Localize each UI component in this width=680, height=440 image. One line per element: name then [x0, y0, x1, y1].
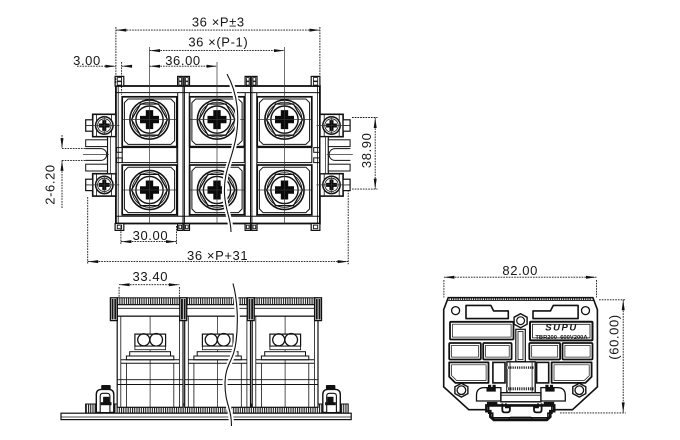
svg-text:33.40: 33.40: [133, 269, 169, 284]
svg-text:82.00: 82.00: [502, 263, 538, 278]
svg-text:36 ×P+31: 36 ×P+31: [187, 248, 248, 263]
svg-text:30.00: 30.00: [133, 228, 169, 243]
svg-text:SUPU: SUPU: [545, 323, 577, 334]
svg-text:36 ×(P-1): 36 ×(P-1): [188, 35, 248, 50]
svg-text:38.90: 38.90: [359, 133, 374, 169]
svg-text:(60.00): (60.00): [607, 314, 622, 359]
svg-text:36.00: 36.00: [165, 53, 201, 68]
svg-text:TBR200 600V200A: TBR200 600V200A: [535, 335, 588, 341]
svg-text:36 ×P±3: 36 ×P±3: [192, 15, 245, 30]
svg-text:2-6.20: 2-6.20: [43, 164, 58, 204]
svg-text:3.00: 3.00: [73, 53, 101, 68]
